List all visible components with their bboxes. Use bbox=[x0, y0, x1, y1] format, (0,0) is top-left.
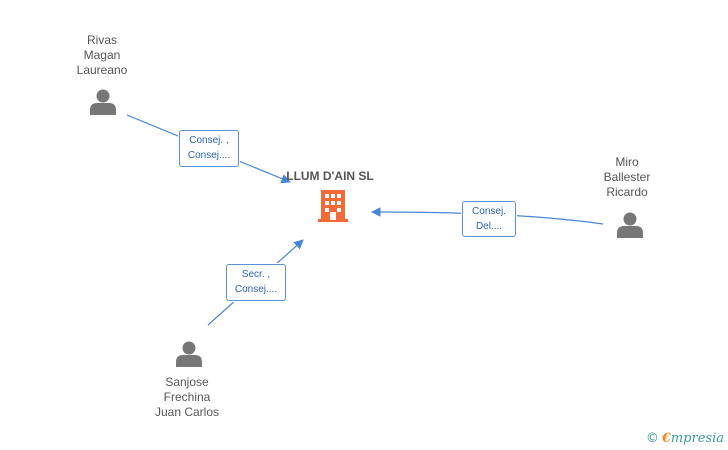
person-name-rivas[interactable]: Rivas Magan Laureano bbox=[42, 33, 162, 78]
role-line: Consej.... bbox=[187, 150, 231, 161]
person-name-line: Sanjose bbox=[165, 375, 209, 389]
person-name-line: Laureano bbox=[76, 63, 128, 77]
brand-initial: € bbox=[661, 431, 671, 446]
role-label-miro[interactable]: Consej. Del.... bbox=[462, 201, 516, 237]
role-line: Del.... bbox=[475, 221, 503, 232]
role-label-rivas[interactable]: Consej. , Consej.... bbox=[179, 130, 239, 167]
brand-logo: ©€mpresia bbox=[646, 431, 724, 446]
role-line: Secr. , bbox=[241, 269, 271, 280]
role-line: Consej. bbox=[472, 206, 506, 217]
role-line: Consej. , bbox=[189, 135, 229, 146]
person-name-line: Magan bbox=[83, 48, 121, 62]
person-icon[interactable] bbox=[90, 89, 116, 116]
person-name-line: Rivas bbox=[86, 33, 117, 47]
company-name[interactable]: LLUM D'AIN SL bbox=[286, 169, 374, 183]
person-icon[interactable] bbox=[617, 212, 643, 239]
person-name-line: Ballester bbox=[603, 170, 651, 184]
person-name-line: Miro bbox=[615, 155, 639, 169]
person-name-miro[interactable]: Miro Ballester Ricardo bbox=[567, 155, 687, 200]
person-name-line: Frechina bbox=[163, 390, 211, 404]
person-name-line: Ricardo bbox=[606, 185, 648, 199]
role-line: Consej.... bbox=[234, 284, 278, 295]
building-icon[interactable] bbox=[318, 190, 348, 222]
person-icon[interactable] bbox=[176, 341, 202, 368]
copyright-symbol: © bbox=[645, 431, 659, 446]
person-name-line: Juan Carlos bbox=[154, 405, 220, 419]
person-name-sanjose[interactable]: Sanjose Frechina Juan Carlos bbox=[127, 375, 247, 420]
brand-name: mpresia bbox=[670, 431, 724, 446]
role-label-sanjose[interactable]: Secr. , Consej.... bbox=[226, 264, 286, 301]
